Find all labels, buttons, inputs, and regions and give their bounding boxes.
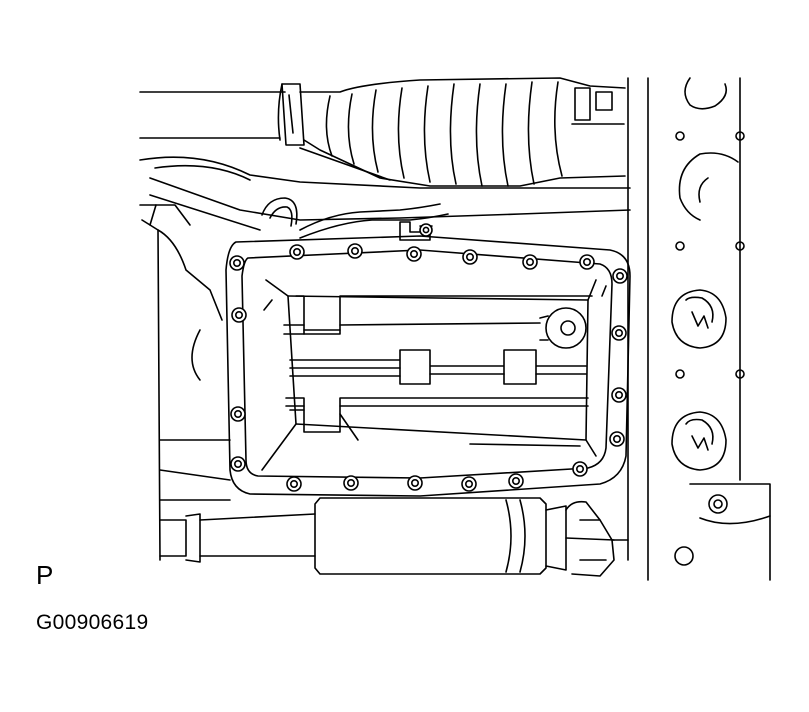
bolt-group — [230, 224, 627, 491]
bolt — [348, 244, 362, 258]
bolt — [232, 308, 246, 322]
bolt — [231, 457, 245, 471]
bolt — [408, 476, 422, 490]
bolt — [612, 326, 626, 340]
bolt — [344, 476, 358, 490]
bolt — [612, 388, 626, 402]
figure-code: G00906619 — [36, 611, 149, 634]
left-frame — [142, 220, 230, 560]
oil-pan — [226, 236, 630, 496]
bolt — [407, 247, 421, 261]
bolt — [290, 245, 304, 259]
view-label: P — [36, 560, 54, 590]
bolt — [613, 269, 627, 283]
upper-housing — [140, 78, 630, 240]
bolt — [523, 255, 537, 269]
bolt — [610, 432, 624, 446]
bolt — [463, 250, 477, 264]
bolt — [287, 477, 301, 491]
bolt — [462, 477, 476, 491]
bolt — [420, 224, 432, 236]
bolt — [573, 462, 587, 476]
bolt — [230, 256, 244, 270]
lower-shaft — [160, 498, 628, 576]
bolt — [231, 407, 245, 421]
engine-block-right — [628, 78, 770, 580]
bolt — [509, 474, 523, 488]
bolt — [580, 255, 594, 269]
